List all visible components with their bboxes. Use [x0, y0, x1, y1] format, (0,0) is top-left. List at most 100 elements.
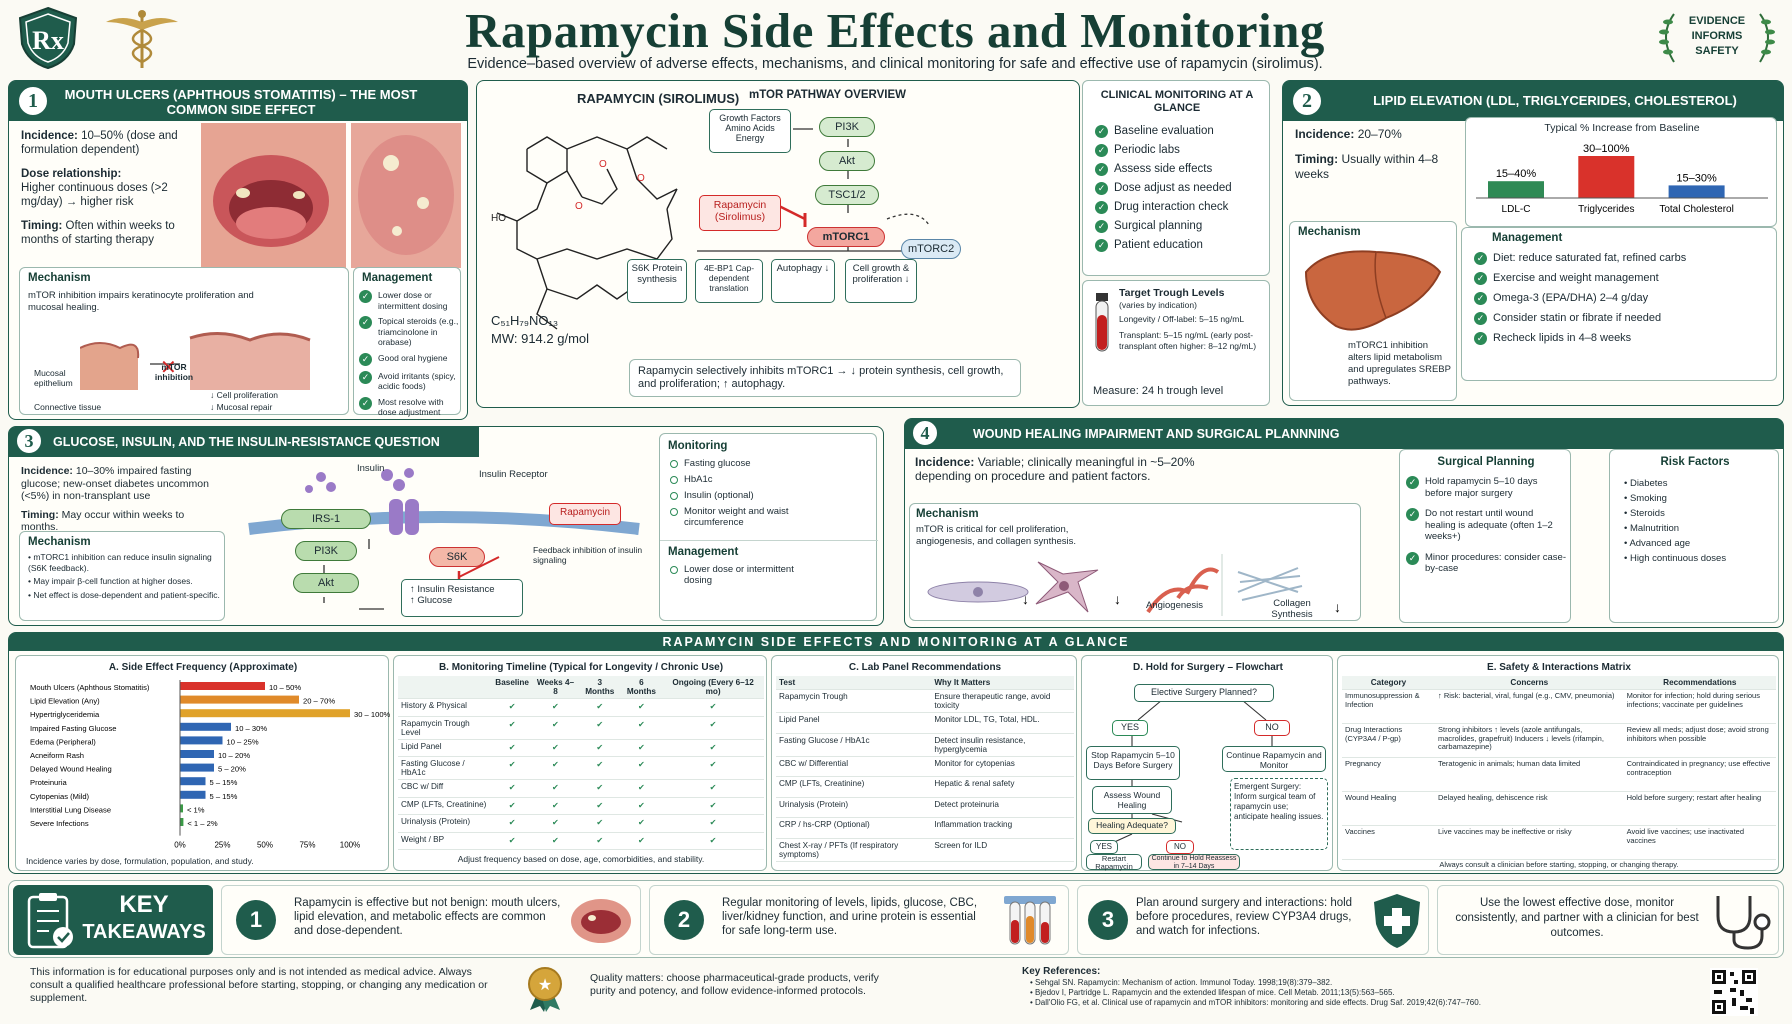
- list-item: Fasting glucose: [670, 458, 820, 469]
- freq-category-label: Lipid Elevation (Any): [30, 697, 100, 706]
- list-item: Monitor weight and waist circumference: [670, 506, 820, 528]
- list-item-text: Baseline evaluation: [1114, 125, 1214, 137]
- takeaways-badge: KEY TAKEAWAYS: [13, 885, 213, 955]
- lipid-bar-label: 15–40%: [1496, 168, 1537, 180]
- freq-category-label: Acneiform Rash: [30, 751, 84, 760]
- incidence-label: Incidence:: [1295, 127, 1355, 141]
- takeaway-text: Regular monitoring of levels, lipids, gl…: [722, 897, 978, 937]
- list-item: • Malnutrition: [1624, 523, 1680, 534]
- table-header-cell: Weeks 4–8: [531, 676, 579, 699]
- mechanism-text: mTORC1 inhibition alters lipid metabolis…: [1348, 340, 1451, 387]
- check-icon: ✔: [620, 832, 663, 850]
- takeaway-3: 3 Plan around surgery and interactions: …: [1077, 885, 1429, 955]
- timing-value: May occur within weeks to months.: [21, 508, 185, 534]
- freq-bar: [180, 763, 214, 772]
- check-icon: ✓: [1095, 201, 1108, 214]
- frequency-chart-box: A. Side Effect Frequency (Approximate) M…: [15, 655, 390, 871]
- check-icon: ✔: [578, 756, 621, 780]
- s6k-node: S6K: [429, 547, 485, 567]
- timing-value: Usually within 4–8 weeks: [1295, 152, 1439, 181]
- planning-title: Surgical Planning: [1437, 456, 1535, 468]
- flow-stop: Stop Rapamycin 5–10 Days Before Surgery: [1086, 746, 1180, 780]
- freq-value-label: < 1%: [187, 805, 205, 814]
- dose-label: Dose relationship:: [21, 168, 122, 180]
- freq-category-label: Impaired Fasting Glucose: [30, 724, 117, 733]
- incidence-value: 20–70%: [1357, 127, 1402, 141]
- check-icon: ✓: [1095, 239, 1108, 252]
- table-cell: Delayed healing, dehiscence risk: [1435, 791, 1624, 826]
- wound-mechanism-box: Mechanism mTOR is critical for cell prol…: [909, 503, 1361, 621]
- flow-continue: Continue Rapamycin and Monitor: [1222, 746, 1326, 772]
- freq-bar: [180, 736, 223, 745]
- check-icon: ✓: [1474, 272, 1487, 285]
- section-title: WOUND HEALING IMPAIRMENT AND SURGICAL PL…: [973, 427, 1340, 441]
- management-list: ✓Lower dose or intermittent dosing✓Topic…: [359, 290, 459, 423]
- check-icon: ✔: [531, 698, 579, 717]
- freq-category-label: Interstitial Lung Disease: [30, 805, 111, 814]
- trough-title: Target Trough Levels: [1119, 287, 1225, 299]
- page-subtitle: Evidence–based overview of adverse effec…: [467, 56, 1323, 72]
- list-item-text: Recheck lipids in 4–8 weeks: [1493, 332, 1632, 344]
- incidence-label: Incidence:: [21, 130, 78, 142]
- table-cell: Monitor for cytopenias: [931, 756, 1074, 777]
- list-item: ✓Lower dose or intermittent dosing: [359, 290, 459, 311]
- check-icon: ✔: [662, 698, 764, 717]
- list-item: ✓Exercise and weight management: [1474, 272, 1774, 285]
- check-icon: ✔: [662, 797, 764, 815]
- freq-bar: [180, 777, 206, 786]
- pathway-title: mTOR PATHWAY OVERVIEW: [749, 89, 906, 101]
- trough-longevity: Longevity / Off-label: 5–15 ng/mL: [1119, 314, 1245, 324]
- pathway-summary: Rapamycin selectively inhibits mTORC1 → …: [629, 359, 1021, 397]
- management-title: Management: [1492, 232, 1563, 244]
- check-icon: ✔: [531, 739, 579, 757]
- list-item-text: Dose adjust as needed: [1114, 182, 1232, 194]
- mtorc2-node: mTORC2: [901, 239, 961, 259]
- list-item: ✓Periodic labs: [1095, 144, 1265, 157]
- disclaimer: This information is for educational purp…: [30, 966, 488, 1004]
- mechanism-title: Mechanism: [1298, 226, 1361, 238]
- table-cell: Pregnancy: [1342, 757, 1436, 792]
- timeline-title: B. Monitoring Timeline (Typical for Long…: [438, 662, 724, 673]
- table-cell: Live vaccines may be ineffective or risk…: [1435, 825, 1624, 860]
- lipid-chart-box: Typical % Increase from Baseline 15–40%L…: [1465, 117, 1777, 227]
- clinical-title: CLINICAL MONITORING AT A GLANCE: [1100, 89, 1254, 114]
- table-row: Immunosuppression & Infection↑ Risk: bac…: [1342, 689, 1776, 724]
- repair-label: ↓ Mucosal repair: [210, 402, 273, 412]
- mouth-mechanism-box: Mechanism mTOR inhibition impairs kerati…: [19, 267, 349, 415]
- table-header-cell: Concerns: [1435, 676, 1624, 690]
- hydroxyl-label: HO: [491, 213, 506, 224]
- table-cell: Chest X-ray / PFTs (If respiratory sympt…: [776, 838, 932, 862]
- table-header-cell: 3 Months: [578, 676, 621, 699]
- check-icon: ✓: [1406, 551, 1419, 565]
- freq-category-label: Edema (Peripheral): [30, 737, 96, 746]
- connective-label: Connective tissue: [34, 402, 102, 412]
- pi3k-node: PI3K: [819, 117, 875, 137]
- check-icon: ✓: [359, 316, 372, 329]
- check-icon: ✓: [359, 370, 372, 384]
- list-item-text: Lower dose or intermittent dosing: [684, 564, 794, 586]
- bullet-icon: [670, 566, 678, 574]
- list-item: ✓Minor procedures: consider case-by-case: [1406, 551, 1566, 575]
- freq-value-label: 5 – 15%: [210, 778, 238, 787]
- lipid-bar-label: 15–30%: [1676, 172, 1717, 184]
- reference-item: • Dall'Olio FG, et al. Clinical use of r…: [1030, 998, 1481, 1007]
- check-icon: ✔: [578, 797, 621, 815]
- mouth-ulcer-photos: [201, 123, 461, 268]
- safety-note: Always consult a clinician before starti…: [1439, 860, 1679, 869]
- takeaways-panel: KEY TAKEAWAYS 1 Rapamycin is effective b…: [8, 880, 1784, 958]
- takeaways-title-2: TAKEAWAYS: [82, 921, 206, 943]
- freq-bar: [180, 709, 350, 718]
- freq-bar: [180, 750, 214, 758]
- glucose-panel: 3 GLUCOSE, INSULIN, AND THE INSULIN-RESI…: [8, 426, 884, 626]
- check-icon: ✔: [578, 716, 621, 740]
- check-icon: ✔: [492, 779, 532, 798]
- molecule-structure: OOO HO: [491, 136, 678, 330]
- list-item: ✓Do not restart until wound healing is a…: [1406, 508, 1566, 543]
- table-header-cell: 6 Months: [620, 676, 663, 699]
- check-icon: ✔: [578, 779, 621, 798]
- flow-adequate: Healing Adequate?: [1088, 818, 1176, 834]
- quality-medal-icon: ★: [528, 967, 562, 1012]
